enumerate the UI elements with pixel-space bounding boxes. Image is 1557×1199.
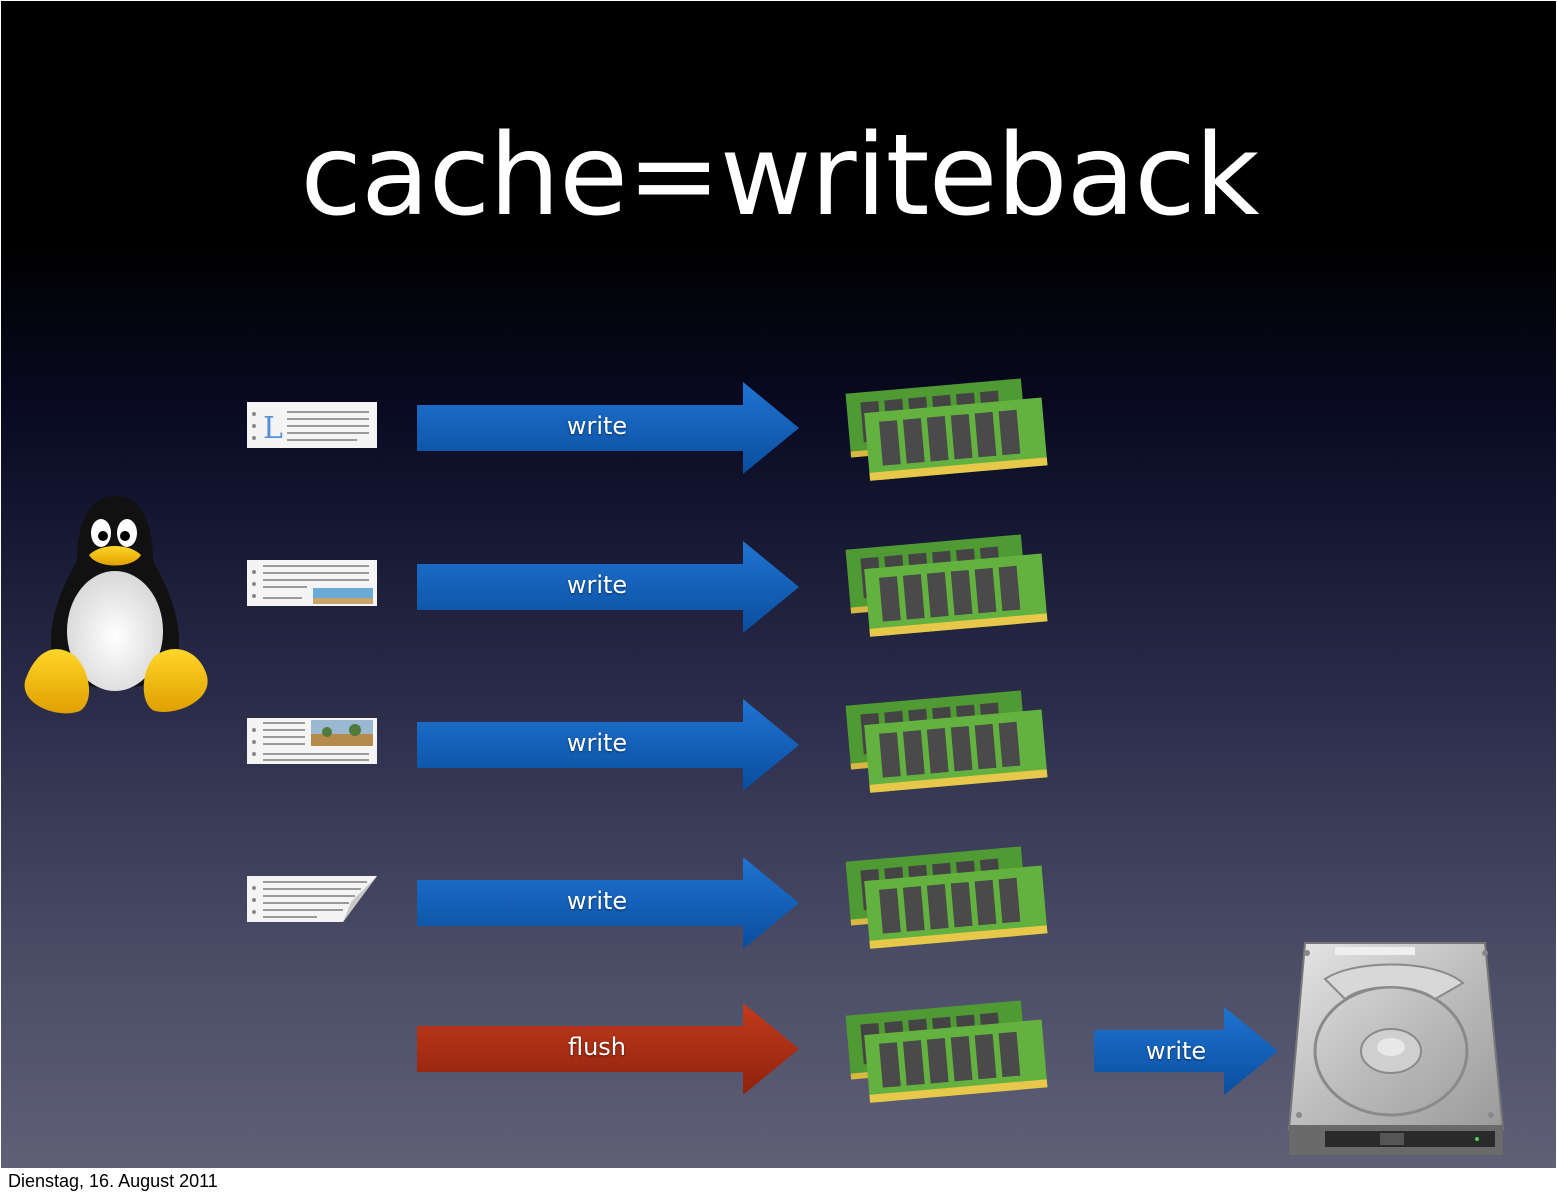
write-arrow: write (417, 857, 801, 949)
write-arrow-label: write (566, 412, 628, 440)
write-arrow: write (417, 382, 801, 474)
slide-title: cache=writeback (300, 111, 1259, 241)
write-arrow-label: write (566, 729, 628, 757)
svg-text:L: L (263, 411, 283, 446)
slide-footer-date: Dienstag, 16. August 2011 (8, 1171, 218, 1191)
ram-module-icon (843, 371, 1053, 487)
slide: cache=writeback (1, 1, 1556, 1168)
document-icon (247, 560, 377, 606)
ram-module-icon (843, 839, 1053, 955)
hard-disk-icon (1285, 939, 1509, 1159)
flush-arrow-label: flush (567, 1033, 627, 1061)
write-arrow: write (417, 699, 801, 791)
document-icon (247, 876, 377, 922)
disk-write-arrow: write (1094, 1007, 1280, 1095)
write-arrow-label: write (566, 887, 628, 915)
tux-penguin-icon (15, 491, 215, 721)
flush-arrow: flush (417, 1003, 801, 1095)
ram-module-icon (843, 527, 1053, 643)
write-arrow: write (417, 541, 801, 633)
document-icon: L (247, 402, 377, 448)
disk-write-arrow-label: write (1145, 1037, 1207, 1065)
ram-module-icon (843, 993, 1053, 1109)
write-arrow-label: write (566, 571, 628, 599)
ram-module-icon (843, 683, 1053, 799)
document-icon (247, 718, 377, 764)
